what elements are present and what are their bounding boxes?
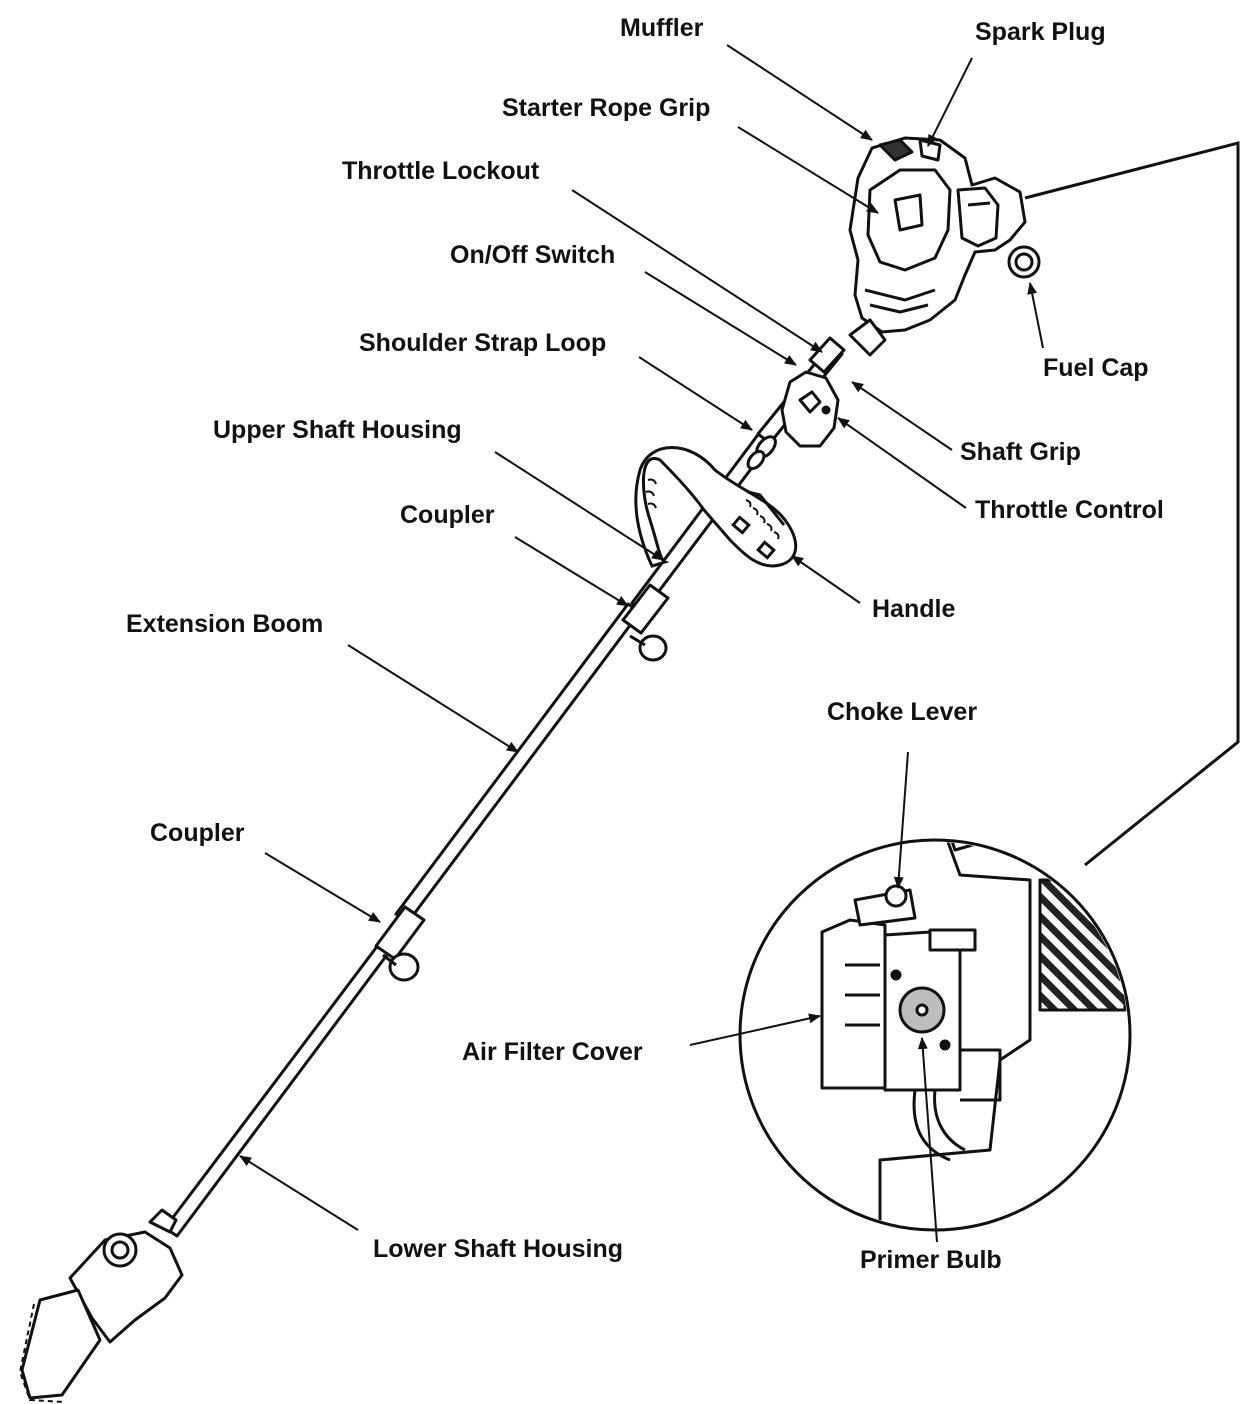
coupler-lower-shape (374, 905, 426, 982)
arrow-muffler (726, 44, 873, 141)
label-extension-boom: Extension Boom (126, 610, 324, 638)
saw-chain (19, 1303, 65, 1403)
label-shaft-grip: Shaft Grip (960, 438, 1081, 466)
label-coupler-upper: Coupler (400, 501, 495, 529)
saw-bar (20, 1288, 102, 1400)
label-fuel-cap: Fuel Cap (1043, 354, 1149, 382)
label-muffler: Muffler (620, 14, 704, 42)
arrow-coupler-upper (514, 536, 629, 607)
arrow-throttle-lockout (571, 189, 823, 353)
arrow-choke-lever (893, 751, 909, 889)
arrow-primer-bulb (917, 1037, 938, 1243)
label-primer-bulb: Primer Bulb (860, 1246, 1002, 1274)
arrow-starter-rope-grip (737, 126, 879, 214)
label-on-off-switch: On/Off Switch (450, 241, 616, 269)
detail-inset (738, 141, 1240, 1232)
arrow-throttle-control (837, 417, 967, 509)
arrow-air-filter-cover (689, 1013, 821, 1046)
handle-shape (634, 446, 798, 568)
arrow-fuel-cap (1027, 282, 1044, 349)
label-shoulder-strap-loop: Shoulder Strap Loop (359, 329, 607, 357)
inset-contents (820, 842, 1128, 1228)
label-throttle-control: Throttle Control (975, 496, 1164, 524)
arrow-spark-plug (927, 57, 973, 147)
arrow-upper-shaft-housing (494, 451, 664, 561)
arrow-shaft-grip (851, 381, 953, 451)
label-coupler-lower: Coupler (150, 819, 245, 847)
label-throttle-lockout: Throttle Lockout (342, 157, 540, 185)
arrow-on-off-switch (644, 271, 797, 366)
label-handle: Handle (872, 595, 956, 623)
engine-shape (848, 136, 1041, 357)
arrow-extension-boom (347, 644, 519, 753)
arrow-lower-shaft-housing (239, 1155, 359, 1231)
leader-arrows (239, 44, 1044, 1243)
throttle-housing (780, 336, 846, 448)
label-lower-shaft-housing: Lower Shaft Housing (373, 1235, 623, 1263)
arrow-shoulder-strap-loop (638, 356, 753, 431)
handle-grip-ridges (645, 478, 780, 540)
inset-connector (1024, 141, 1240, 867)
label-starter-rope-grip: Starter Rope Grip (502, 94, 711, 122)
arrow-coupler-lower (264, 852, 381, 923)
label-upper-shaft-housing: Upper Shaft Housing (213, 416, 462, 444)
arrow-handle (791, 555, 861, 604)
shaft-assembly (163, 343, 844, 1238)
coupler-upper-shape (621, 583, 670, 662)
saw-head (19, 1208, 184, 1403)
label-spark-plug: Spark Plug (975, 18, 1106, 46)
label-choke-lever: Choke Lever (827, 698, 978, 726)
label-air-filter-cover: Air Filter Cover (462, 1038, 643, 1066)
extension-boom-tube (394, 602, 642, 924)
fuel-cap-shape (1007, 245, 1041, 279)
